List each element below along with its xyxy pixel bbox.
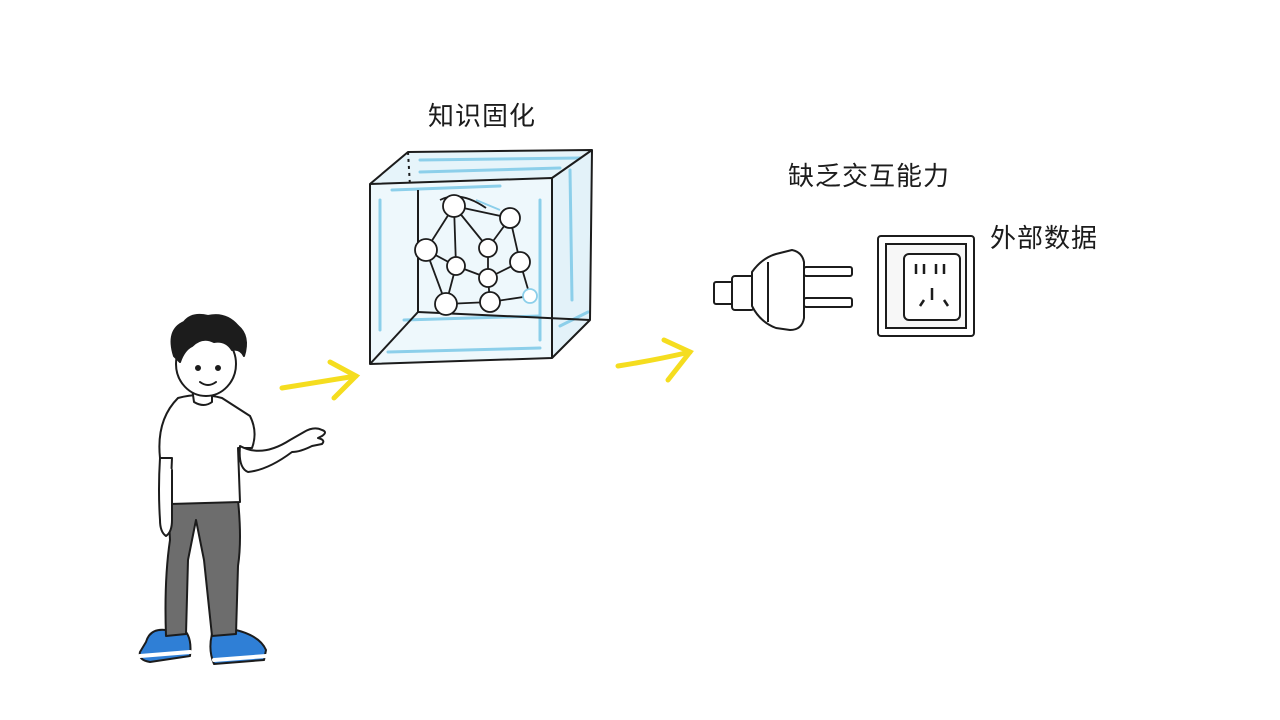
- plug-icon: [713, 249, 853, 331]
- arrow-to-cube: [279, 359, 361, 401]
- arrow-to-plug: [615, 337, 694, 383]
- pants: [164, 499, 241, 637]
- external-data-label: 外部数据: [990, 224, 1099, 254]
- knowledge-network-icon: [414, 194, 538, 316]
- lacks-interaction-label: 缺乏交互能力: [788, 162, 951, 192]
- network-nodes: [414, 194, 538, 316]
- pointing-arm: [238, 427, 326, 473]
- knowledge-solidified-label: 知识固化: [428, 102, 537, 132]
- person-illustration: [138, 313, 326, 665]
- socket-icon: [877, 235, 975, 337]
- frozen-cube-icon: [369, 149, 593, 365]
- hair: [170, 313, 247, 363]
